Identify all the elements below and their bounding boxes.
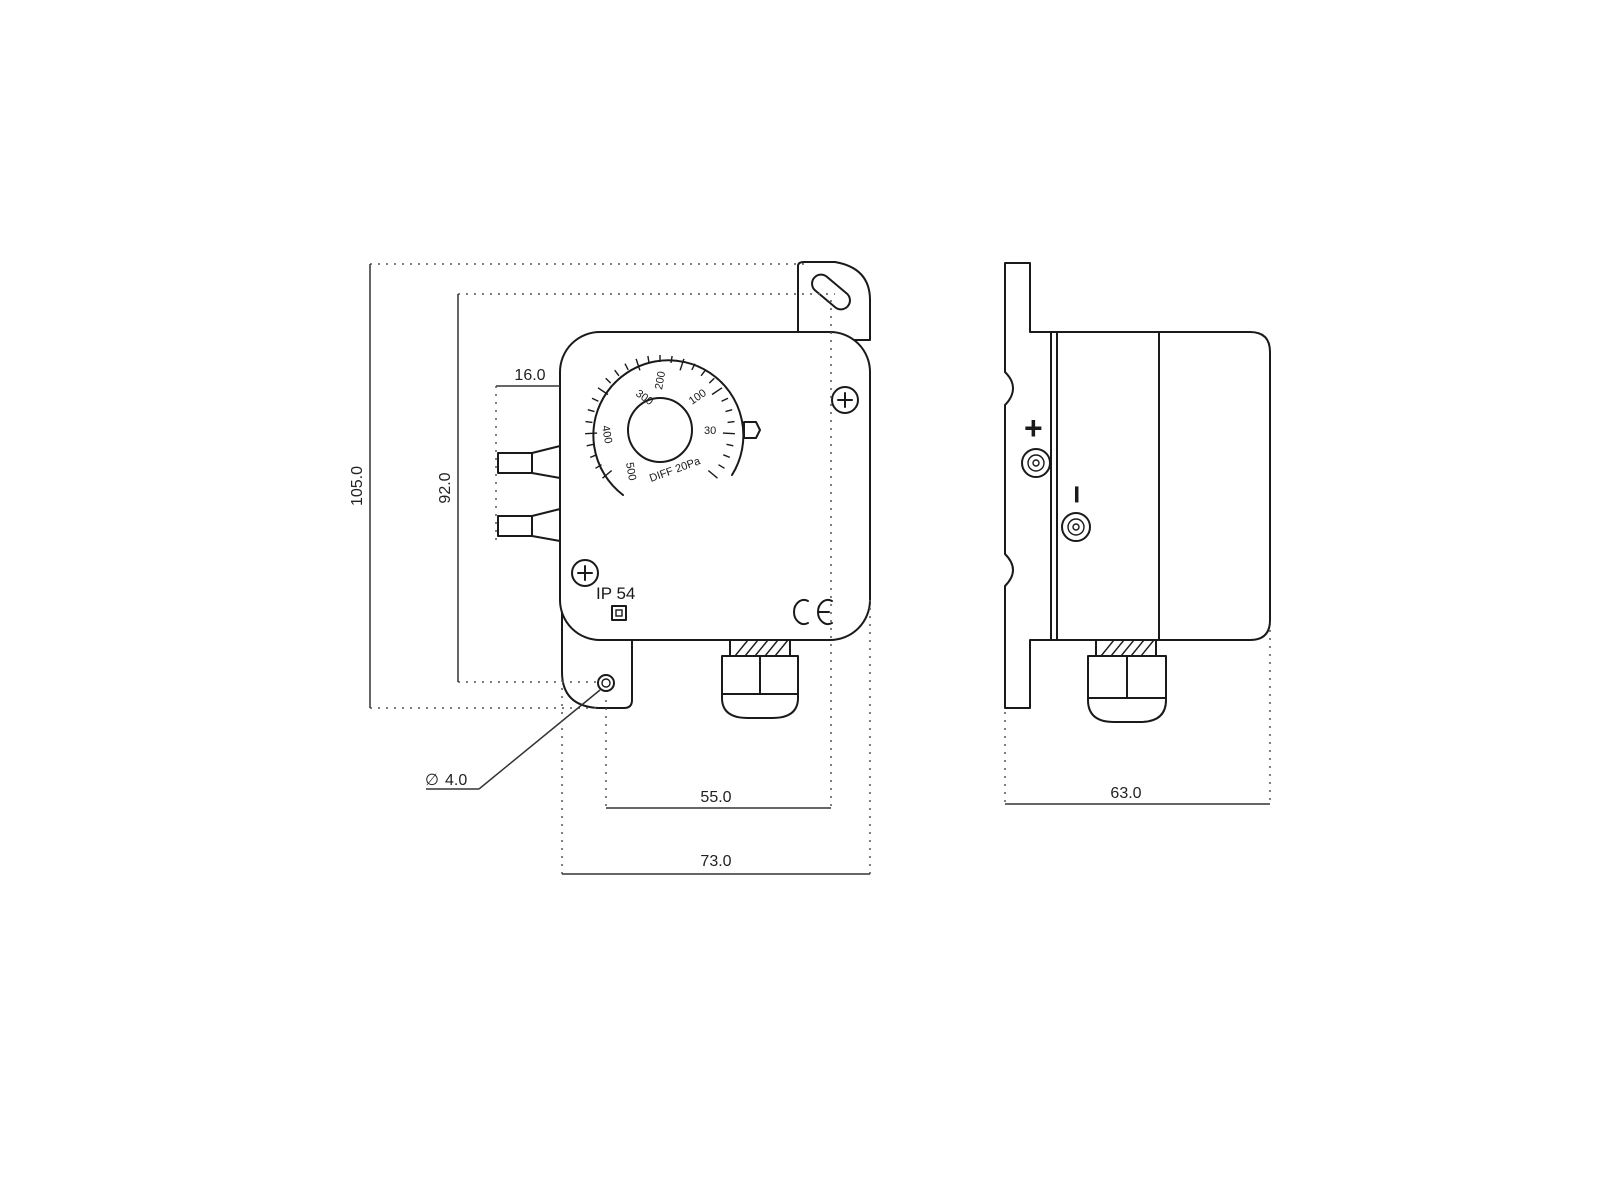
- screw-bottom-left-icon: [571, 559, 599, 587]
- dial-scale-arc: [592, 359, 745, 496]
- mounting-hole-icon: [597, 674, 615, 692]
- dial-tick: [723, 454, 731, 459]
- dial-tick: [722, 432, 735, 435]
- dial-tick: [597, 387, 609, 396]
- pointer-mark-icon: [743, 421, 761, 439]
- dial-tick: [708, 377, 715, 384]
- dial-tick: [647, 355, 650, 364]
- side-base: [1056, 331, 1160, 641]
- port-plus-sign: +: [1024, 410, 1043, 446]
- dial-label-400: 400: [599, 424, 614, 444]
- dial-tick: [679, 358, 685, 371]
- dial-label-200: 200: [653, 370, 668, 390]
- dim-hole-spacing: 55.0: [700, 789, 731, 806]
- dial-tick: [691, 363, 696, 371]
- side-view: + −: [1004, 262, 1271, 723]
- dial-tick: [624, 363, 629, 371]
- dim-height-holes: 92.0: [437, 472, 454, 503]
- dial-ticks: [585, 355, 735, 479]
- dial-tick: [718, 464, 725, 469]
- dial-tick: [605, 377, 612, 384]
- diameter-symbol-icon: ∅: [425, 772, 439, 789]
- dial-tick: [586, 443, 594, 447]
- dial-tick: [727, 420, 735, 424]
- dial-tick: [725, 409, 733, 413]
- dial-tick: [726, 443, 734, 447]
- dial-tick: [587, 409, 595, 413]
- dial-tick: [721, 397, 729, 402]
- dial-tick: [711, 387, 723, 396]
- dial-tick: [700, 369, 706, 377]
- cable-gland-front: [721, 639, 799, 719]
- dial-tick: [585, 420, 593, 424]
- dial-tick: [585, 432, 598, 435]
- dial-tick: [602, 469, 613, 479]
- dial-tick: [591, 397, 599, 402]
- front-view: 300 200 100 30 400 500 DIFF 20Pa IP 54: [497, 261, 871, 719]
- dial-tick: [635, 358, 641, 371]
- dial-knob[interactable]: [627, 397, 693, 463]
- dim-depth-total: 63.0: [1110, 785, 1141, 802]
- dial-tick: [707, 469, 718, 479]
- dim-hole-diameter-value: 4.0: [445, 772, 467, 789]
- dial-tick: [589, 454, 597, 459]
- dimension-lines: 105.0 92.0 16.0 ∅ 4.0 55.0 73.0 63.0: [349, 263, 1271, 875]
- dim-height-total: 105.0: [349, 466, 366, 506]
- dial-tick: [614, 369, 620, 377]
- port-plus-icon: +: [1021, 410, 1051, 478]
- ce-mark-icon: [793, 599, 833, 625]
- dim-hole-diameter: ∅ 4.0: [425, 689, 601, 790]
- side-cover: [1158, 331, 1271, 641]
- dial-tick: [595, 464, 602, 469]
- ip-rating-label: IP 54: [596, 584, 635, 603]
- double-insulation-icon: [611, 605, 627, 621]
- slot-hole-icon: [811, 273, 851, 311]
- port-minus-sign: −: [1059, 485, 1095, 504]
- side-bracket: [1004, 262, 1057, 709]
- port-minus-icon: −: [1059, 485, 1095, 542]
- dial-label-500: 500: [623, 461, 638, 481]
- pressure-ports: [497, 445, 561, 542]
- dim-width-total: 73.0: [700, 853, 731, 870]
- dim-port-length: 16.0: [514, 367, 545, 384]
- cable-gland-side: [1087, 639, 1167, 723]
- dial-tick: [670, 355, 673, 364]
- screw-top-right-icon: [831, 386, 859, 414]
- dial-label-30: 30: [704, 425, 716, 437]
